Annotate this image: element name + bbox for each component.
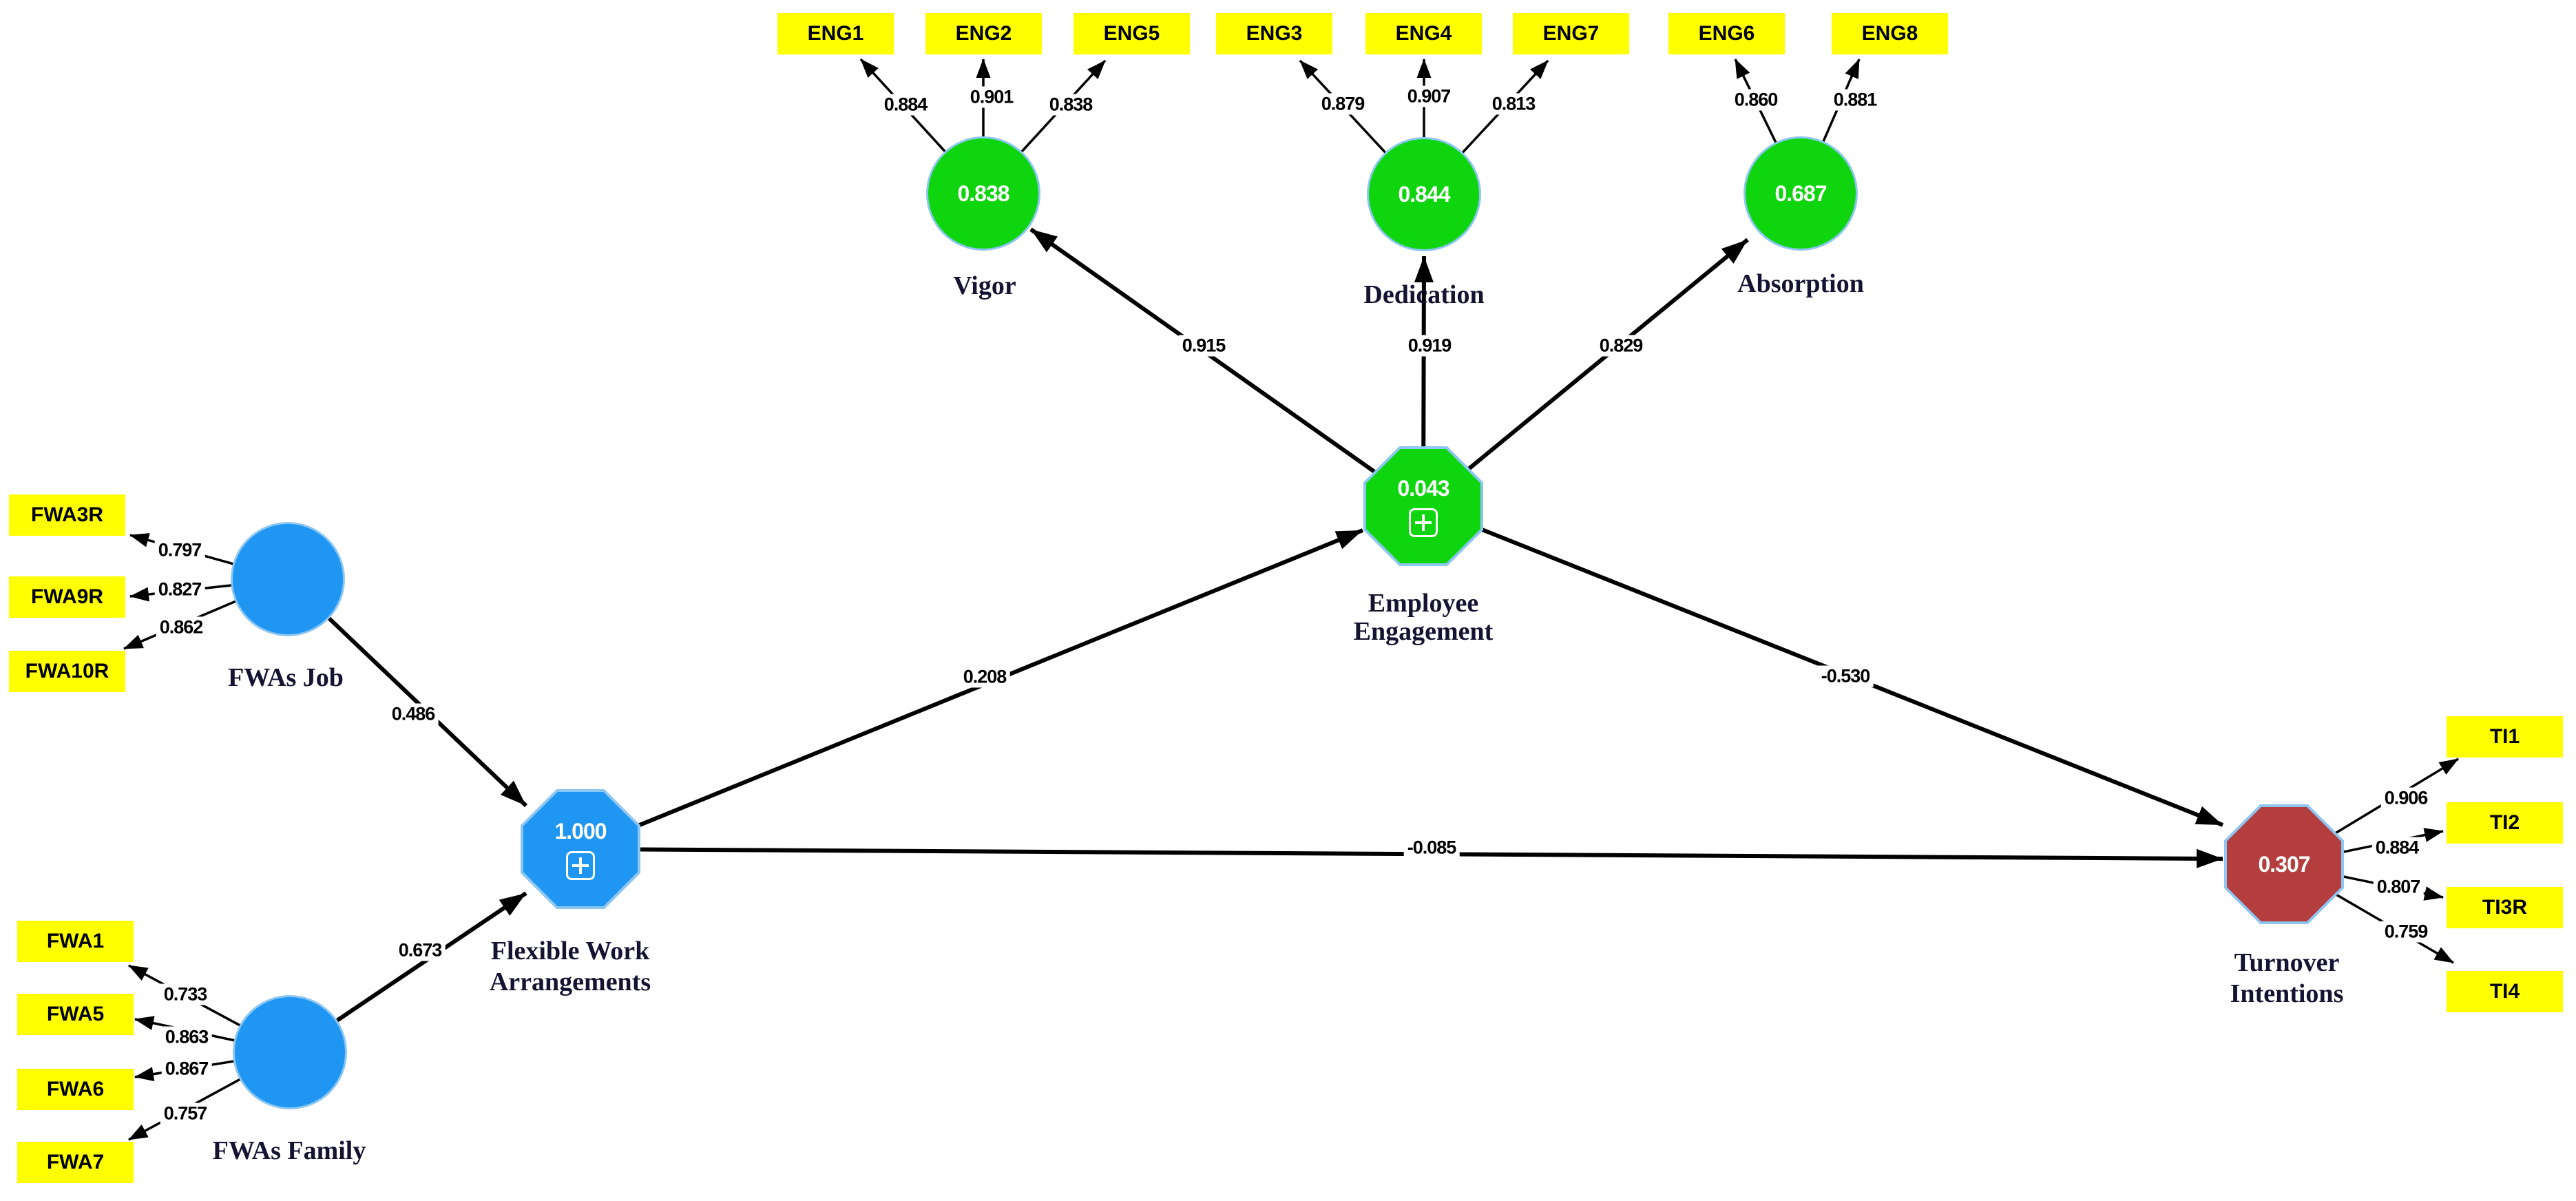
indicator-eng4[interactable]: ENG4	[1365, 13, 1482, 54]
label-arrangements: Arrangements	[489, 968, 651, 996]
turnover-intentions-r2-value: 0.307	[2258, 851, 2310, 877]
arrow-ee-vigor	[1029, 227, 1425, 508]
construct-fwas-job[interactable]	[231, 522, 345, 636]
path-family-fwa: 0.673	[395, 939, 446, 961]
loading-family-fwa5: 0.863	[161, 1026, 212, 1048]
loading-vigor-eng5: 0.838	[1045, 94, 1096, 116]
loading-family-fwa7: 0.757	[160, 1103, 211, 1125]
employee-engagement-r2-value: 0.043	[1397, 475, 1449, 501]
plus-box-icon	[1409, 508, 1438, 537]
path-ee-dedication: 0.919	[1404, 335, 1455, 357]
indicator-ti3r[interactable]: TI3R	[2447, 887, 2563, 928]
indicator-fwa6[interactable]: FWA6	[17, 1069, 134, 1110]
loading-dedication-eng3: 0.879	[1317, 93, 1368, 115]
loading-ti-ti1: 0.906	[2380, 787, 2431, 809]
flexible-work-arrangements-value: 1.000	[554, 818, 607, 844]
plus-box-icon	[566, 850, 595, 880]
indicator-fwa5[interactable]: FWA5	[17, 994, 134, 1035]
path-ee-ti: -0.530	[1817, 665, 1874, 687]
construct-vigor[interactable]: 0.838	[926, 136, 1040, 251]
label-absorption: Absorption	[1737, 269, 1864, 298]
construct-dedication[interactable]: 0.844	[1367, 137, 1481, 251]
indicator-fwa3r[interactable]: FWA3R	[9, 494, 125, 536]
label-dedication: Dedication	[1363, 280, 1485, 309]
indicator-eng1[interactable]: ENG1	[777, 13, 894, 54]
loading-absorption-eng8: 0.881	[1830, 89, 1881, 111]
indicator-eng8[interactable]: ENG8	[1832, 13, 1948, 54]
label-flexible-work: Flexible Work	[490, 937, 650, 965]
absorption-r2-value: 0.687	[1774, 180, 1827, 206]
indicator-fwa7[interactable]: FWA7	[17, 1142, 134, 1183]
label-turnover: Turnover	[2234, 948, 2340, 977]
loading-absorption-eng6: 0.860	[1730, 89, 1781, 111]
arrow-fwa-ee	[579, 528, 1364, 851]
label-fwas-family: FWAs Family	[212, 1136, 366, 1165]
construct-employee-engagement[interactable]: 0.043	[1363, 446, 1483, 566]
vigor-r2-value: 0.838	[957, 180, 1009, 206]
indicator-ti1[interactable]: TI1	[2447, 716, 2563, 758]
path-fwa-ee: 0.208	[959, 666, 1010, 688]
indicator-eng5[interactable]: ENG5	[1074, 13, 1190, 54]
loading-dedication-eng7: 0.813	[1488, 93, 1539, 115]
label-vigor: Vigor	[953, 271, 1016, 300]
indicator-eng7[interactable]: ENG7	[1513, 13, 1629, 54]
indicator-ti2[interactable]: TI2	[2447, 802, 2563, 844]
arrow-fwa-ti	[580, 847, 2223, 868]
label-engagement: Engagement	[1353, 617, 1494, 646]
arrow-ee-absorption	[1422, 238, 1749, 508]
loading-job-fwa3r: 0.797	[154, 539, 205, 561]
dedication-r2-value: 0.844	[1398, 181, 1450, 207]
loading-vigor-eng1: 0.884	[880, 94, 931, 116]
loading-family-fwa6: 0.867	[161, 1058, 212, 1080]
path-ee-absorption: 0.829	[1595, 335, 1646, 357]
loading-dedication-eng4: 0.907	[1403, 85, 1454, 107]
indicator-ti4[interactable]: TI4	[2447, 971, 2563, 1012]
loading-family-fwa1: 0.733	[160, 983, 211, 1005]
loading-vigor-eng2: 0.901	[966, 86, 1017, 108]
loading-job-fwa10r: 0.862	[156, 616, 207, 638]
construct-turnover-intentions[interactable]: 0.307	[2224, 804, 2344, 924]
employee-engagement-body: 0.043	[1366, 449, 1480, 563]
indicator-eng3[interactable]: ENG3	[1216, 13, 1332, 54]
flexible-work-arrangements-body: 1.000	[523, 792, 638, 906]
indicator-eng2[interactable]: ENG2	[925, 13, 1042, 54]
indicator-fwa1[interactable]: FWA1	[17, 921, 134, 962]
path-job-fwa: 0.486	[388, 703, 439, 725]
label-intentions: Intentions	[2230, 979, 2344, 1008]
path-ee-vigor: 0.915	[1178, 335, 1229, 357]
indicator-eng6[interactable]: ENG6	[1668, 13, 1785, 54]
loading-ti-ti4: 0.759	[2380, 921, 2431, 943]
label-fwas-job: FWAs Job	[228, 663, 344, 692]
label-employee: Employee	[1368, 589, 1479, 618]
construct-fwas-family[interactable]	[233, 995, 347, 1109]
loading-ti-ti2: 0.884	[2371, 837, 2422, 859]
turnover-intentions-body: 0.307	[2227, 807, 2341, 921]
loading-job-fwa9r: 0.827	[154, 578, 205, 600]
loading-ti-ti3r: 0.807	[2373, 876, 2424, 898]
path-fwa-ti: -0.085	[1403, 837, 1460, 859]
indicator-fwa10r[interactable]: FWA10R	[9, 651, 125, 692]
construct-flexible-work-arrangements[interactable]: 1.000	[521, 789, 640, 909]
construct-absorption[interactable]: 0.687	[1743, 136, 1858, 251]
indicator-fwa9r[interactable]: FWA9R	[9, 576, 125, 618]
